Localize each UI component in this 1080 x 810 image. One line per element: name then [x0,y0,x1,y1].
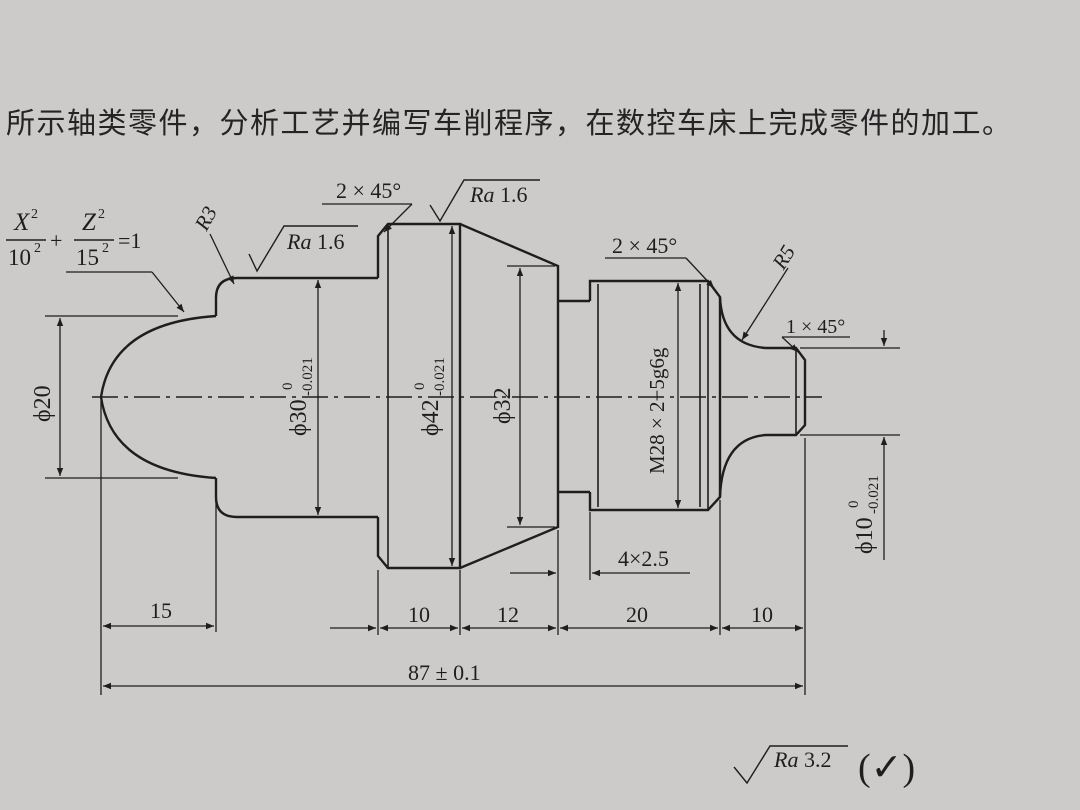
groove-label: 4×2.5 [618,546,669,571]
eq-x-den: 10 [8,245,31,270]
part-outline [99,222,807,570]
dimension-lines [45,203,900,695]
eq-plus: + [50,228,62,253]
phi42-section [376,222,462,570]
r5-fillet [718,296,767,498]
phi10-end [766,346,807,437]
svg-text:0: 0 [280,383,296,391]
ra16-label-a: Ra 1.6 [286,229,344,254]
eq-rhs: =1 [118,228,141,253]
groove [558,299,590,494]
length-20-label: 20 [626,602,648,627]
eq-x-exp: 2 [31,207,38,222]
r5-label: R5 [767,241,800,274]
chamfer-end-label: 1 × 45° [786,316,845,338]
chamfer-right-label: 2 × 45° [612,233,677,258]
d10-label: ϕ10 0 -0.021 [846,475,882,554]
svg-text:-0.021: -0.021 [866,475,882,514]
d30-label: ϕ30 0 -0.021 [280,357,316,436]
svg-text:0: 0 [846,501,862,509]
ra32-symbol [733,745,848,785]
svg-text:ϕ30: ϕ30 [286,399,312,436]
ra16-symbol-b [429,179,540,223]
chamfer-left-label: 2 × 45° [336,178,401,203]
ellipse-equation: X 2 10 2 + Z 2 15 2 =1 [6,207,141,270]
svg-text:ϕ42: ϕ42 [418,399,444,436]
d42-label: ϕ42 0 -0.021 [412,357,448,436]
inner-lines [387,224,797,568]
length-12-label: 12 [497,602,519,627]
svg-text:ϕ10: ϕ10 [852,517,878,554]
eq-z-exp: 2 [98,207,105,222]
general-roughness-mark: (✓) [858,747,915,789]
r3-label: R3 [189,202,222,235]
svg-text:0: 0 [412,383,428,391]
eq-z-den: 15 [76,245,99,270]
eq-x-den-exp: 2 [34,241,41,256]
length-15-label: 15 [150,598,172,623]
svg-text:-0.021: -0.021 [300,357,316,396]
ra16-label-b: Ra 1.6 [469,182,527,207]
thread-label: M28 × 2−5g6g [645,347,669,474]
eq-z-label: Z [82,209,97,236]
eq-z-den-exp: 2 [102,241,109,256]
task-heading: 所示轴类零件，分析工艺并编写车削程序，在数控车床上完成零件的加工。 [6,106,1013,140]
thread-section [588,279,722,512]
length-10b-label: 10 [751,602,773,627]
d20-label: ϕ20 [30,385,56,422]
ra32-label: Ra 3.2 [773,747,831,772]
roughness-symbols [248,179,848,785]
ra16-symbol-a [248,225,358,273]
eq-x-label: X [13,209,31,236]
total-length-label: 87 ± 0.1 [408,660,481,685]
d32-label: ϕ32 [490,387,516,424]
svg-text:-0.021: -0.021 [432,357,448,396]
length-10a-label: 10 [408,602,430,627]
